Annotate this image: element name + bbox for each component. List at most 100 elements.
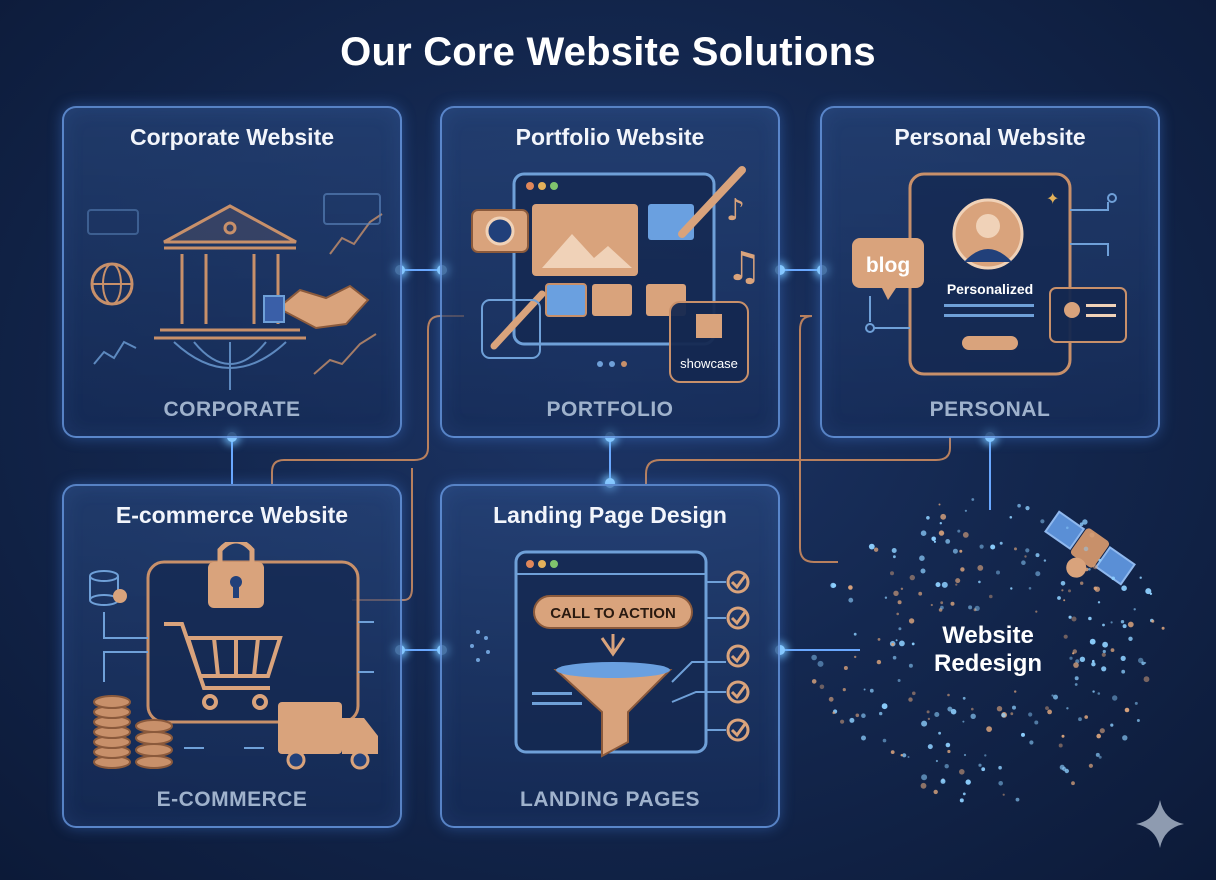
particle: [940, 513, 947, 520]
card-landing[interactable]: Landing Page Design CALL TO ACTION LANDI…: [440, 484, 780, 828]
particle: [1122, 735, 1128, 741]
svg-text:♫: ♫: [726, 244, 762, 290]
page-title: Our Core Website Solutions: [340, 30, 876, 74]
call-to-action-button: CALL TO ACTION: [550, 605, 676, 622]
particle: [1083, 546, 1089, 552]
particle: [1017, 503, 1021, 508]
particle: [819, 684, 825, 690]
delivery-truck-icon: [278, 702, 378, 770]
particle: [986, 726, 992, 732]
particle: [1002, 793, 1005, 796]
particle: [840, 719, 845, 724]
particle: [897, 600, 902, 605]
landing-illustration: CALL TO ACTION: [470, 550, 750, 758]
particle: [990, 544, 996, 550]
particle: [882, 738, 887, 743]
particle: [842, 688, 846, 692]
particle: [1029, 740, 1034, 745]
particle: [900, 587, 904, 590]
particle: [1010, 587, 1013, 590]
particle: [927, 717, 931, 721]
shopping-cart-icon: [164, 622, 283, 710]
particle: [1088, 763, 1093, 768]
particle: [1121, 585, 1127, 591]
particle: [832, 583, 837, 588]
particle: [890, 571, 894, 576]
particle: [996, 570, 1000, 575]
particle: [977, 565, 984, 571]
card-portfolio[interactable]: Portfolio Website ♪ ♫ showcase PORTFOLIO: [440, 106, 780, 438]
particle: [920, 530, 927, 536]
particle: [938, 503, 941, 506]
particle: [817, 660, 824, 667]
redesign-label-line2: Redesign: [933, 650, 1043, 677]
particle: [930, 603, 933, 607]
card-title: E-commerce Website: [115, 502, 349, 528]
particle: [1097, 601, 1101, 604]
particle: [1021, 560, 1026, 565]
particle: [1128, 636, 1133, 641]
svg-text:♪: ♪: [726, 193, 745, 228]
particle: [947, 749, 951, 754]
particle: [881, 703, 888, 710]
card-personal[interactable]: Personal Website Personalized blog ✦ PER…: [820, 106, 1160, 438]
particle: [1012, 705, 1016, 710]
particle: [941, 581, 948, 588]
particle: [960, 567, 965, 572]
particle: [971, 498, 975, 501]
particle: [1074, 683, 1078, 686]
music-note-icon: ♪ ♫: [726, 193, 762, 290]
particle: [1151, 619, 1155, 623]
particle: [963, 753, 967, 757]
particle: [1092, 659, 1095, 663]
particle: [896, 612, 899, 616]
particle: [1040, 519, 1045, 524]
particle: [1045, 706, 1049, 710]
particle: [978, 763, 982, 767]
particle: [918, 591, 923, 596]
particle: [955, 583, 958, 586]
particle: [973, 608, 977, 612]
sparkle-icon: [1136, 800, 1184, 848]
particle: [811, 679, 817, 684]
blog-bubble: blog: [866, 254, 910, 277]
particle: [940, 601, 944, 605]
particle: [1161, 626, 1165, 630]
card-corporate[interactable]: Corporate Website CORPORAT: [62, 106, 402, 438]
particle: [959, 549, 963, 553]
particle: [926, 710, 930, 714]
particle: [974, 605, 980, 612]
particle: [981, 767, 986, 772]
particle: [940, 605, 944, 610]
particle: [908, 618, 915, 624]
particle: [971, 707, 974, 711]
particle: [1127, 621, 1134, 628]
particle: [959, 798, 964, 803]
card-ecommerce[interactable]: E-commerce Website: [62, 484, 402, 828]
image-icon: [532, 204, 638, 276]
particle: [1089, 638, 1096, 645]
particle: [884, 596, 888, 599]
particle: [1035, 571, 1041, 577]
particle: [1028, 712, 1033, 717]
particle: [1145, 588, 1152, 595]
particle: [1124, 707, 1130, 713]
particle: [1043, 559, 1047, 562]
profile-caption: Personalized: [947, 281, 1033, 297]
particle: [1096, 733, 1101, 739]
particle: [1063, 599, 1066, 602]
particle: [891, 548, 897, 553]
camera-icon: [471, 209, 529, 253]
particle: [962, 696, 966, 700]
particle: [907, 756, 910, 758]
svg-text:✦: ✦: [1046, 189, 1059, 208]
checkmark-icon: [726, 570, 750, 742]
particle: [1101, 666, 1107, 672]
connector-node: [775, 645, 785, 655]
particle: [1110, 648, 1115, 652]
particle: [945, 539, 951, 544]
particle: [935, 582, 941, 588]
particle: [1069, 656, 1073, 660]
particle: [979, 544, 984, 549]
particle: [897, 679, 901, 682]
